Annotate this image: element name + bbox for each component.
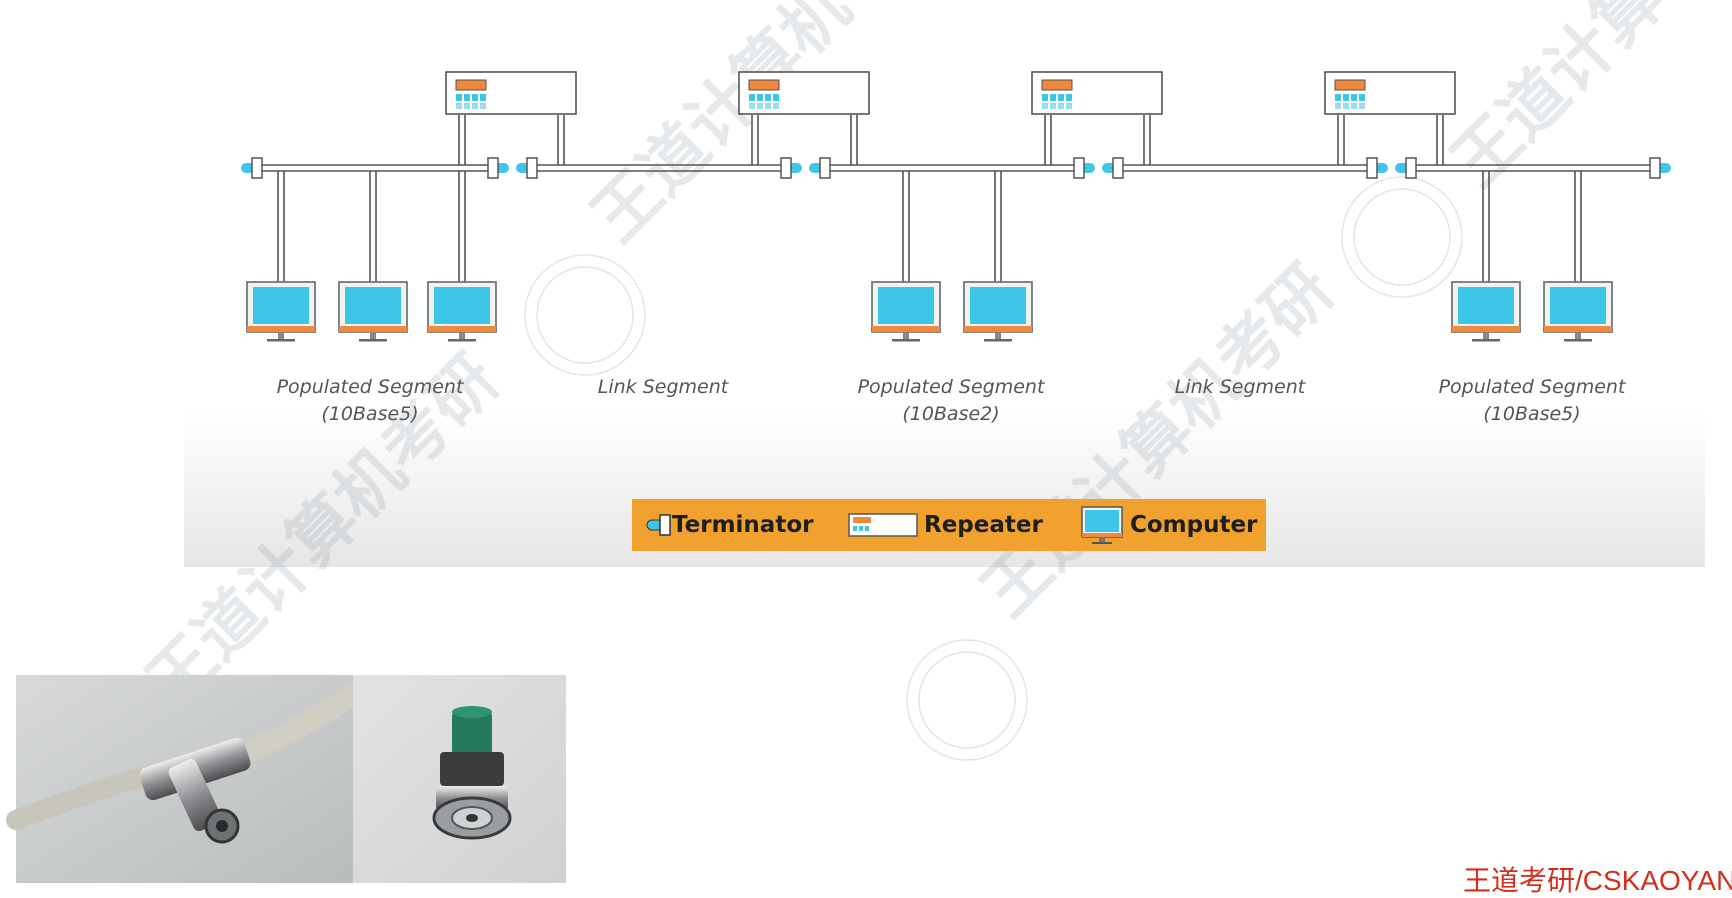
legend-computer-label: Computer <box>1130 512 1258 538</box>
segment-label-2: Link Segment <box>533 374 793 401</box>
segment-label-4-name: Link Segment <box>1174 376 1306 398</box>
t-connector-photo <box>6 675 364 883</box>
repeater-2 <box>738 71 870 115</box>
segment-label-5-name: Populated Segment <box>1438 376 1626 398</box>
computer-2 <box>338 281 408 343</box>
footer-brand: 王道考研/CSKAOYAN.COM <box>1463 865 1732 896</box>
bnc-terminator-photo <box>353 675 566 883</box>
segment-label-1-type: (10Base5) <box>321 403 419 425</box>
segment-label-5: Populated Segment (10Base5) <box>1402 374 1662 428</box>
repeater-3 <box>1031 71 1163 115</box>
legend-terminator-label: Terminator <box>672 512 814 538</box>
computer-7 <box>1543 281 1613 343</box>
terminator-icon <box>646 514 671 536</box>
segment-label-5-type: (10Base5) <box>1483 403 1581 425</box>
repeater-1 <box>445 71 577 115</box>
segment-label-2-name: Link Segment <box>597 376 729 398</box>
computer-5 <box>963 281 1033 343</box>
legend-repeater-label: Repeater <box>924 512 1043 538</box>
repeater-icon <box>848 513 918 537</box>
computer-links <box>277 171 1582 282</box>
repeater-links <box>458 115 1444 165</box>
segment-label-3-type: (10Base2) <box>902 403 1000 425</box>
segment-label-3-name: Populated Segment <box>857 376 1045 398</box>
computer-4 <box>871 281 941 343</box>
computer-1 <box>246 281 316 343</box>
computer-icon <box>1081 506 1123 544</box>
legend: Terminator Repeater Computer <box>632 499 1266 551</box>
computer-3 <box>427 281 497 343</box>
coax-bus <box>262 164 1650 172</box>
repeater-4 <box>1324 71 1456 115</box>
segment-label-1-name: Populated Segment <box>276 376 464 398</box>
computer-6 <box>1451 281 1521 343</box>
segment-label-3: Populated Segment (10Base2) <box>821 374 1081 428</box>
segment-label-1: Populated Segment (10Base5) <box>240 374 500 428</box>
segment-label-4: Link Segment <box>1110 374 1370 401</box>
